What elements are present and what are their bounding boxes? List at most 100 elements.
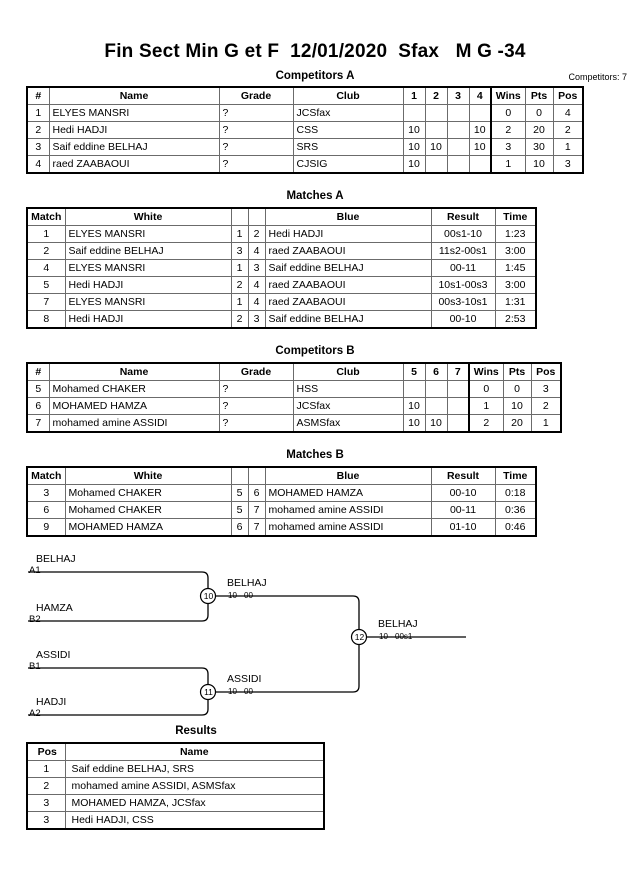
table-row: 2 Hedi HADJI ? CSS 10 10 2 20 2 — [26, 121, 584, 139]
table-row: 8 Hedi HADJI 2 3 Saif eddine BELHAJ 00-1… — [26, 310, 537, 329]
cell-wins: 0 — [490, 104, 526, 122]
cell-round-6 — [424, 397, 448, 415]
col-round-5: 5 — [402, 362, 426, 381]
cell-club: CJSIG — [292, 155, 404, 174]
table-header-row: # Name Grade Club 1 2 3 4 Wins Pts Pos — [26, 86, 584, 105]
results-heading: Results — [175, 725, 217, 737]
cell-round-2 — [424, 155, 448, 174]
competitors-a-table: # Name Grade Club 1 2 3 4 Wins Pts Pos 1… — [26, 86, 584, 174]
col-white: White — [64, 207, 232, 226]
col-blue: Blue — [264, 466, 432, 485]
cell-points: 0 — [502, 380, 532, 398]
cell-blue-seed: 4 — [247, 242, 266, 260]
cell-name: MOHAMED HAMZA, JCSfax — [64, 794, 325, 812]
cell-points: 10 — [502, 397, 532, 415]
bracket-champion-name: BELHAJ — [378, 618, 418, 630]
cell-blue: MOHAMED HAMZA — [264, 484, 432, 502]
cell-position: 1 — [26, 760, 66, 778]
bracket-entry-seed: B1 — [29, 661, 41, 672]
col-wins: Wins — [468, 362, 504, 381]
cell-name: Saif eddine BELHAJ — [48, 138, 220, 156]
cell-points: 20 — [524, 121, 554, 139]
competitor-count: Competitors: 7 — [568, 72, 627, 82]
col-time: Time — [494, 207, 537, 226]
cell-club: JCSfax — [292, 104, 404, 122]
cell-grade: ? — [218, 414, 294, 433]
competitors-b-heading: Competitors B — [275, 345, 355, 357]
cell-match: 1 — [26, 225, 66, 243]
col-points: Pts — [502, 362, 532, 381]
bracket-entry-name: HADJI — [36, 696, 67, 708]
cell-name: mohamed amine ASSIDI, ASMSfax — [64, 777, 325, 795]
cell-round-1: 10 — [402, 138, 426, 156]
cell-blue: Saif eddine BELHAJ — [264, 310, 432, 329]
cell-blue: mohamed amine ASSIDI — [264, 501, 432, 519]
cell-grade: ? — [218, 138, 294, 156]
cell-time: 3:00 — [494, 276, 537, 294]
cell-blue-seed: 2 — [247, 225, 266, 243]
cell-result: 00s1-10 — [430, 225, 496, 243]
bracket-match-number: 12 — [354, 632, 365, 642]
cell-round-1: 10 — [402, 121, 426, 139]
cell-points: 0 — [524, 104, 554, 122]
cell-white: Saif eddine BELHAJ — [64, 242, 232, 260]
cell-blue-seed: 3 — [247, 310, 266, 329]
table-row: 1 Saif eddine BELHAJ, SRS — [26, 760, 325, 778]
cell-match: 9 — [26, 518, 66, 537]
cell-white: MOHAMED HAMZA — [64, 518, 232, 537]
table-row: 2 mohamed amine ASSIDI, ASMSfax — [26, 777, 325, 795]
table-row: 9 MOHAMED HAMZA 6 7 mohamed amine ASSIDI… — [26, 518, 537, 537]
col-number: # — [26, 362, 50, 381]
table-header-row: Match White Blue Result Time — [26, 207, 537, 226]
cell-time: 1:31 — [494, 293, 537, 311]
cell-number: 7 — [26, 414, 50, 433]
cell-number: 6 — [26, 397, 50, 415]
table-header-row: Match White Blue Result Time — [26, 466, 537, 485]
matches-a-table: Match White Blue Result Time 1 ELYES MAN… — [26, 207, 537, 329]
cell-match: 3 — [26, 484, 66, 502]
col-grade: Grade — [218, 86, 294, 105]
cell-name: ELYES MANSRI — [48, 104, 220, 122]
cell-position: 1 — [552, 138, 584, 156]
col-number: # — [26, 86, 50, 105]
col-club: Club — [292, 362, 404, 381]
cell-club: CSS — [292, 121, 404, 139]
cell-result: 00-11 — [430, 259, 496, 277]
cell-time: 0:36 — [494, 501, 537, 519]
cell-round-3 — [446, 121, 470, 139]
cell-match: 6 — [26, 501, 66, 519]
cell-white: Hedi HADJI — [64, 276, 232, 294]
bracket-entry-seed: A1 — [29, 565, 41, 576]
cell-blue-seed: 7 — [247, 501, 266, 519]
cell-position: 3 — [26, 794, 66, 812]
col-result: Result — [430, 207, 496, 226]
cell-time: 3:00 — [494, 242, 537, 260]
cell-round-2 — [424, 104, 448, 122]
col-result: Result — [430, 466, 496, 485]
cell-position: 2 — [552, 121, 584, 139]
cell-position: 3 — [26, 811, 66, 830]
page-title: Fin Sect Min G et F 12/01/2020 Sfax M G … — [104, 41, 526, 62]
tournament-sheet: Fin Sect Min G et F 12/01/2020 Sfax M G … — [26, 41, 627, 830]
table-row: 7 mohamed amine ASSIDI ? ASMSfax 10 10 2… — [26, 414, 562, 433]
col-round-7: 7 — [446, 362, 470, 381]
cell-time: 2:53 — [494, 310, 537, 329]
cell-round-4: 10 — [468, 138, 492, 156]
cell-position: 2 — [26, 777, 66, 795]
cell-white: Mohamed CHAKER — [64, 501, 232, 519]
cell-white: ELYES MANSRI — [64, 259, 232, 277]
bracket-match-score: 10 - 00 — [228, 591, 253, 600]
col-match: Match — [26, 466, 66, 485]
cell-blue: raed ZAABAOUI — [264, 242, 432, 260]
cell-match: 2 — [26, 242, 66, 260]
cell-white-seed: 1 — [230, 293, 249, 311]
cell-wins: 2 — [490, 121, 526, 139]
cell-blue: mohamed amine ASSIDI — [264, 518, 432, 537]
cell-name: Hedi HADJI, CSS — [64, 811, 325, 830]
cell-round-7 — [446, 414, 470, 433]
cell-number: 1 — [26, 104, 50, 122]
cell-name: Hedi HADJI — [48, 121, 220, 139]
col-time: Time — [494, 466, 537, 485]
cell-round-4 — [468, 104, 492, 122]
cell-position: 1 — [530, 414, 562, 433]
